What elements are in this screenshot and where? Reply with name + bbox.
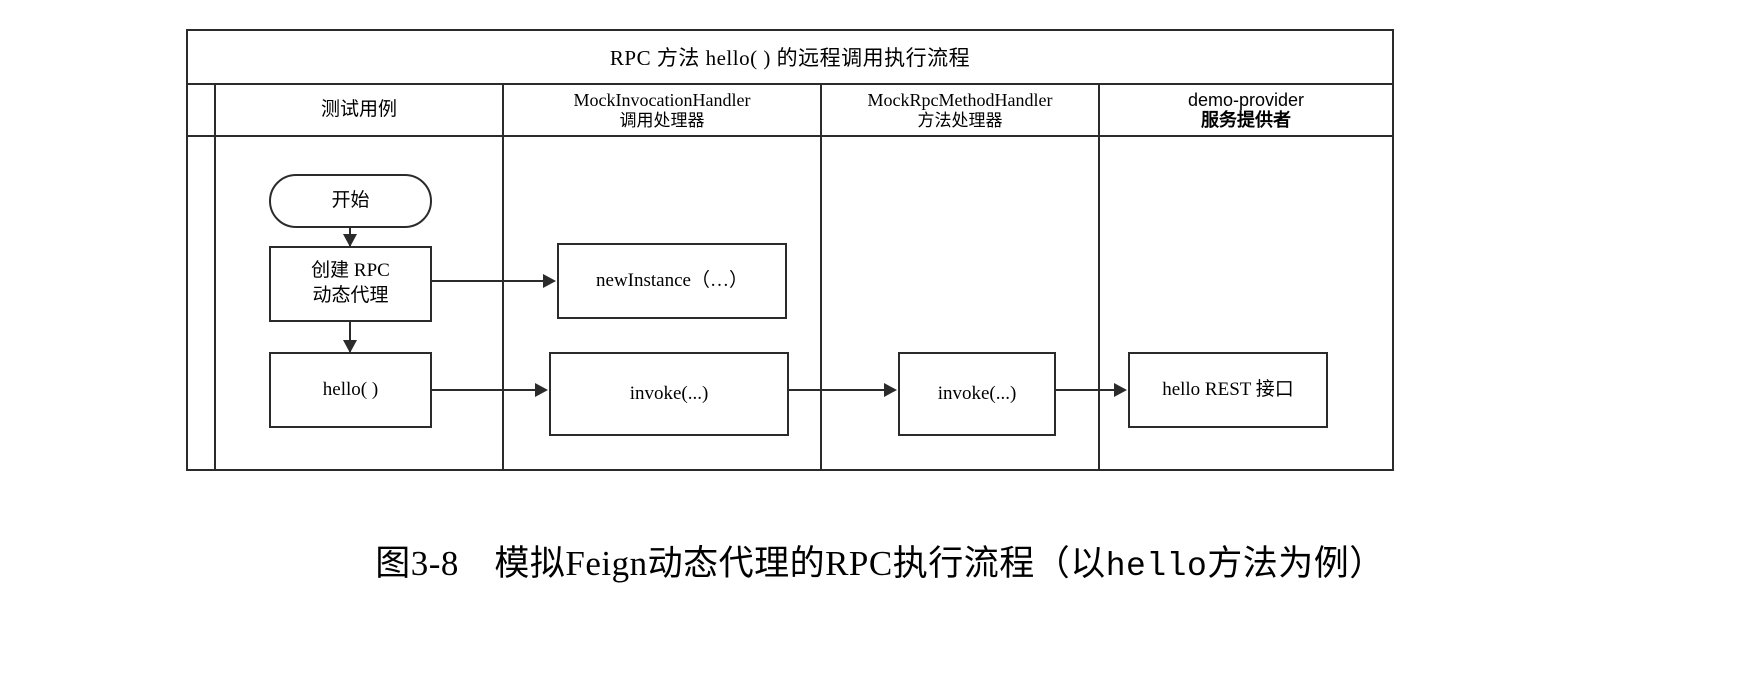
node-new-instance: newInstance（…） bbox=[557, 243, 787, 319]
node-hello-label: hello( ) bbox=[322, 378, 379, 400]
node-create-rpc-proxy-line2: 动态代理 bbox=[312, 285, 389, 306]
figure-caption-text-after: 方法为例） bbox=[1207, 544, 1385, 583]
lane-body-rpc-method-handler bbox=[822, 137, 1100, 469]
lane-header-row: 测试用例 MockInvocationHandler 调用处理器 MockRpc… bbox=[188, 85, 1392, 137]
lane-header-demo-provider: demo-provider 服务提供者 bbox=[1100, 85, 1392, 135]
arrowhead-start-to-create-icon bbox=[343, 234, 357, 247]
lane-gutter-body bbox=[188, 137, 216, 469]
arrowhead-create-to-hello-icon bbox=[343, 340, 357, 353]
lane-header-demo-provider-line1: demo-provider bbox=[1187, 89, 1305, 110]
node-create-rpc-proxy-line1: 创建 RPC bbox=[311, 260, 390, 282]
node-hello: hello( ) bbox=[269, 352, 432, 428]
lane-header-invocation-handler-line1: MockInvocationHandler bbox=[573, 90, 751, 111]
node-start: 开始 bbox=[269, 174, 432, 228]
lane-gutter-header bbox=[188, 85, 216, 135]
arrowhead-create-to-newinstance-icon bbox=[543, 274, 556, 288]
lane-header-test-case: 测试用例 bbox=[216, 85, 504, 135]
figure-caption-gap bbox=[459, 544, 495, 583]
lane-header-invocation-handler: MockInvocationHandler 调用处理器 bbox=[504, 85, 822, 135]
node-new-instance-label: newInstance（…） bbox=[596, 269, 748, 291]
lane-header-rpc-method-handler-line1: MockRpcMethodHandler bbox=[867, 90, 1053, 111]
arrowhead-invoke-method-to-rest-icon bbox=[1114, 383, 1127, 397]
arrowhead-invoke-handler-to-method-icon bbox=[884, 383, 897, 397]
node-invoke-handler-label: invoke(...) bbox=[629, 382, 709, 404]
connector-create-to-newinstance bbox=[432, 280, 545, 282]
diagram-title: RPC 方法 hello( ) 的远程调用执行流程 bbox=[609, 46, 971, 70]
connector-create-to-hello bbox=[349, 322, 351, 352]
flowchart-nodes-layer: 开始 创建 RPC 动态代理 hello( ) newInstance（…） i… bbox=[188, 31, 1392, 469]
node-invoke-method-label: invoke(...) bbox=[937, 382, 1017, 404]
diagram-title-band: RPC 方法 hello( ) 的远程调用执行流程 bbox=[188, 31, 1392, 85]
connector-invoke-handler-to-method bbox=[789, 389, 886, 391]
node-create-rpc-proxy: 创建 RPC 动态代理 bbox=[269, 246, 432, 322]
lane-header-rpc-method-handler: MockRpcMethodHandler 方法处理器 bbox=[822, 85, 1100, 135]
node-invoke-method: invoke(...) bbox=[898, 352, 1056, 436]
swimlane-diagram: RPC 方法 hello( ) 的远程调用执行流程 测试用例 MockInvoc… bbox=[186, 29, 1394, 471]
connector-invoke-method-to-rest bbox=[1056, 389, 1116, 391]
node-start-label: 开始 bbox=[331, 189, 370, 211]
arrowhead-hello-to-invoke-handler-icon bbox=[535, 383, 548, 397]
lane-header-rpc-method-handler-line2: 方法处理器 bbox=[917, 110, 1003, 130]
lane-body-test-case bbox=[216, 137, 504, 469]
figure-caption: 图3-8 模拟Feign动态代理的RPC执行流程（以hello方法为例） bbox=[0, 535, 1760, 586]
node-rest-api: hello REST 接口 bbox=[1128, 352, 1328, 428]
node-rest-api-label: hello REST 接口 bbox=[1162, 378, 1294, 400]
figure-caption-text-before: 模拟Feign动态代理的RPC执行流程（以 bbox=[494, 544, 1106, 583]
lane-header-test-case-line1: 测试用例 bbox=[320, 99, 397, 121]
lane-header-demo-provider-line2: 服务提供者 bbox=[1201, 110, 1291, 130]
lane-body-row bbox=[188, 137, 1392, 469]
node-invoke-handler: invoke(...) bbox=[549, 352, 789, 436]
connector-hello-to-invoke-handler bbox=[432, 389, 537, 391]
figure-number: 图3-8 bbox=[375, 544, 459, 583]
lane-body-invocation-handler bbox=[504, 137, 822, 469]
figure-caption-method-name: hello bbox=[1105, 548, 1208, 585]
lane-header-invocation-handler-line2: 调用处理器 bbox=[619, 110, 705, 130]
